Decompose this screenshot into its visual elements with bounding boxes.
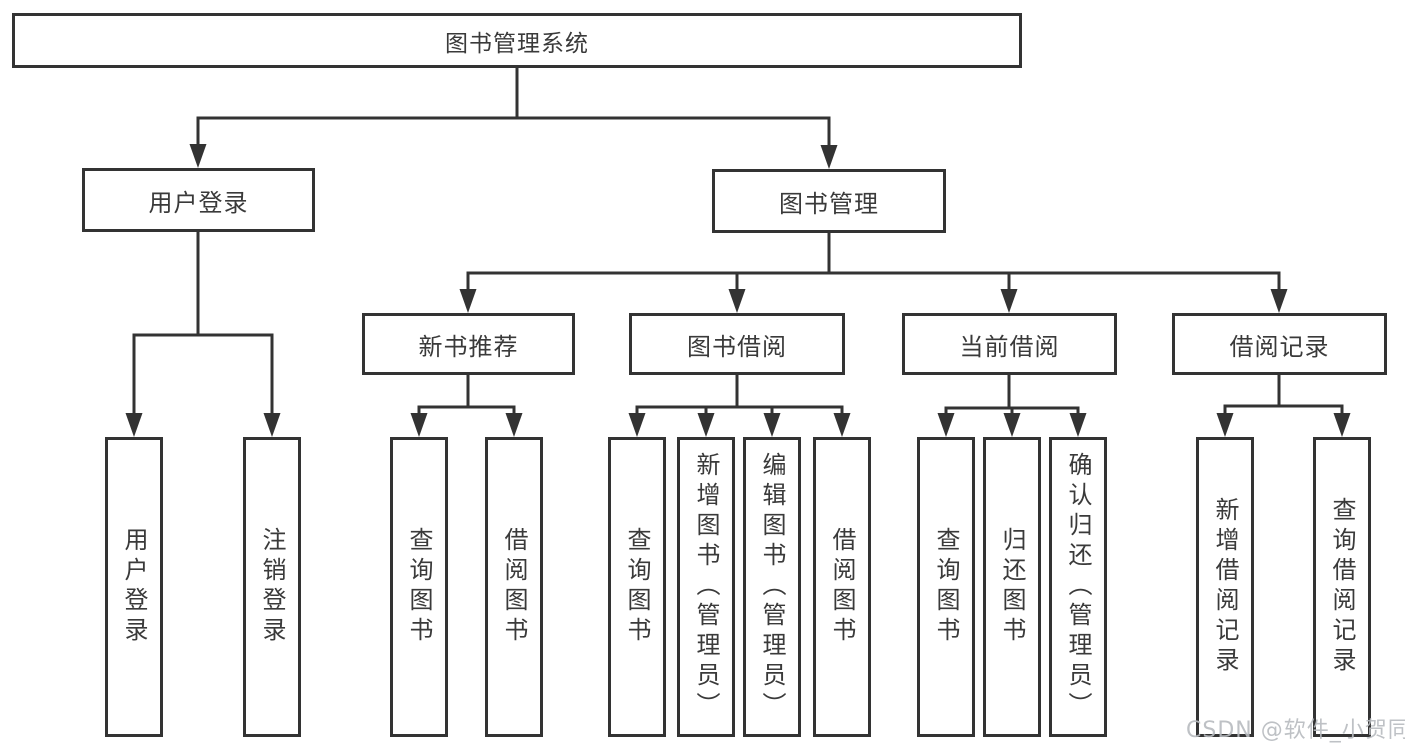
node-borrowing-records-label: 借阅记录 <box>1229 332 1330 361</box>
leaf-add-books-admin-label: 新增图书（管理员） <box>692 452 720 722</box>
connector-bookborrow-children <box>635 375 844 419</box>
leaf-query-borrow-record: 查询借阅记录 <box>1313 437 1371 737</box>
leaf-query-books-current-label: 查询图书 <box>932 527 960 647</box>
leaf-query-books-current: 查询图书 <box>917 437 975 737</box>
connector-borrowrecord-children <box>1223 375 1344 419</box>
leaf-edit-books-admin-label: 编辑图书（管理员） <box>758 452 786 722</box>
leaf-confirm-return-admin: 确认归还（管理员） <box>1049 437 1107 737</box>
leaf-borrow-books: 借阅图书 <box>813 437 871 737</box>
node-current-borrowing-label: 当前借阅 <box>959 332 1060 361</box>
leaf-confirm-return-admin-label: 确认归还（管理员） <box>1064 452 1092 722</box>
leaf-user-login-label: 用户登录 <box>120 527 148 647</box>
node-book-borrowing: 图书借阅 <box>629 313 845 375</box>
connector-newbook-children <box>417 375 516 419</box>
node-borrowing-records: 借阅记录 <box>1172 313 1387 375</box>
leaf-logout: 注销登录 <box>243 437 301 737</box>
connector-userlogin-children <box>132 232 274 419</box>
node-book-management: 图书管理 <box>712 169 946 233</box>
node-book-borrowing-label: 图书借阅 <box>687 332 787 361</box>
connector-root-to-level2 <box>196 68 831 151</box>
node-new-book-recommend-label: 新书推荐 <box>418 332 519 361</box>
leaf-edit-books-admin: 编辑图书（管理员） <box>743 437 801 737</box>
node-current-borrowing: 当前借阅 <box>902 313 1117 375</box>
leaf-borrow-books-recommend-label: 借阅图书 <box>500 527 528 647</box>
leaf-query-books-borrowing: 查询图书 <box>608 437 666 737</box>
leaf-add-books-admin: 新增图书（管理员） <box>677 437 735 737</box>
watermark-text: CSDN @软件_小贺同学 <box>1186 718 1405 743</box>
connector-bookmgmt-to-level3 <box>466 233 1281 295</box>
leaf-add-borrow-record: 新增借阅记录 <box>1196 437 1254 737</box>
arrowheads <box>125 144 1351 437</box>
node-library-system-label: 图书管理系统 <box>445 30 589 57</box>
node-library-system: 图书管理系统 <box>12 13 1022 68</box>
node-user-login: 用户登录 <box>82 168 315 232</box>
leaf-query-books-recommend: 查询图书 <box>390 437 448 737</box>
leaf-borrow-books-recommend: 借阅图书 <box>485 437 543 737</box>
leaf-query-books-borrowing-label: 查询图书 <box>623 527 651 647</box>
leaf-return-books-label: 归还图书 <box>998 527 1026 647</box>
node-user-login-label: 用户登录 <box>148 188 249 217</box>
leaf-borrow-books-label: 借阅图书 <box>828 527 856 647</box>
leaf-logout-label: 注销登录 <box>258 527 286 647</box>
leaf-query-books-recommend-label: 查询图书 <box>405 527 433 647</box>
node-book-management-label: 图书管理 <box>779 189 879 218</box>
connector-currentborrow-children <box>944 375 1080 419</box>
leaf-return-books: 归还图书 <box>983 437 1041 737</box>
leaf-user-login: 用户登录 <box>105 437 163 737</box>
leaf-query-borrow-record-label: 查询借阅记录 <box>1328 497 1356 677</box>
node-new-book-recommend: 新书推荐 <box>362 313 575 375</box>
leaf-add-borrow-record-label: 新增借阅记录 <box>1211 497 1239 677</box>
